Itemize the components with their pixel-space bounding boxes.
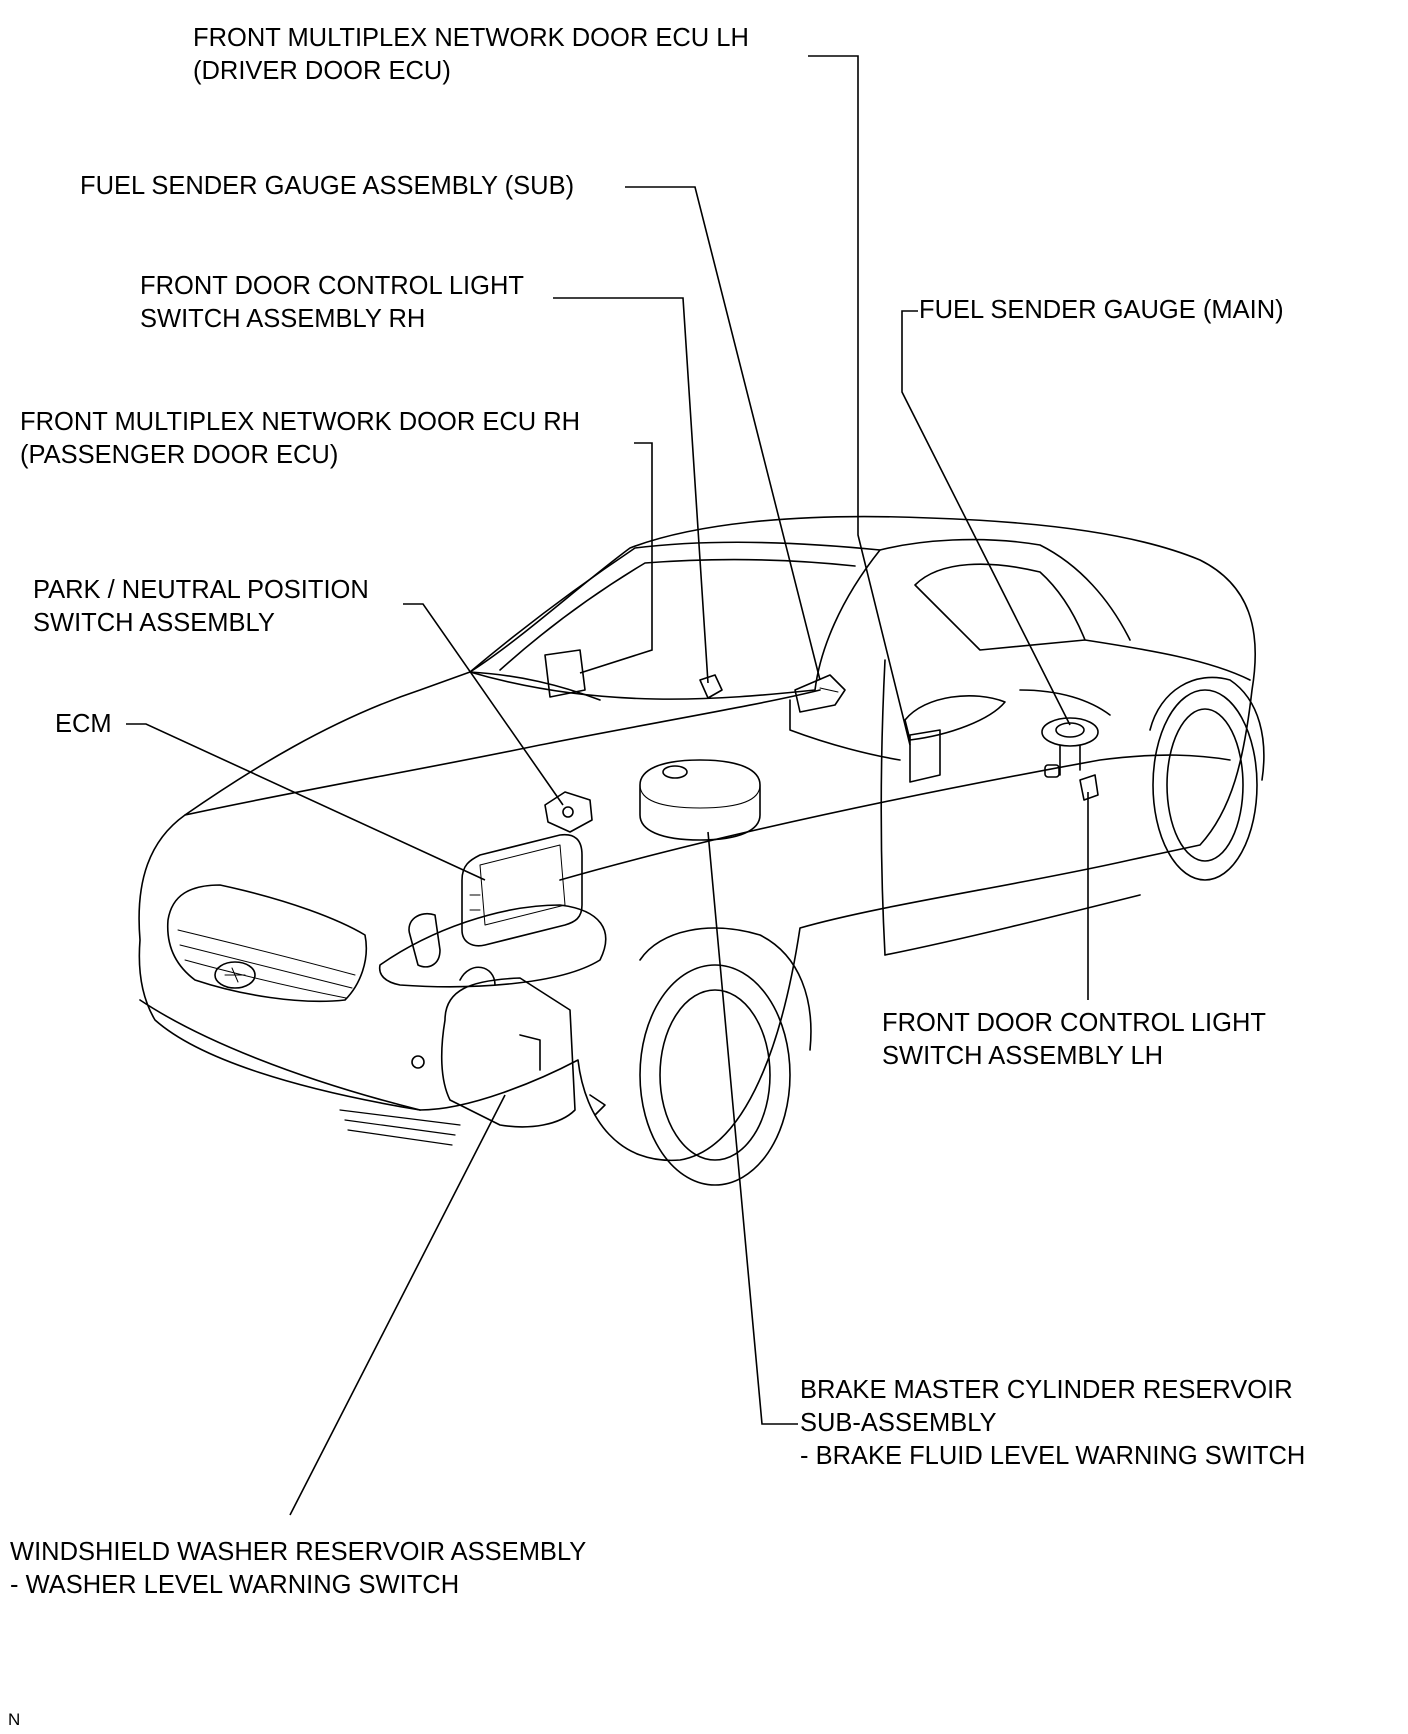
label-washer-reservoir: WINDSHIELD WASHER RESERVOIR ASSEMBLY- WA… xyxy=(10,1538,587,1599)
door-edge xyxy=(880,659,886,956)
lexus-emblem xyxy=(214,961,256,989)
rear-deck xyxy=(1084,639,1251,681)
bumper-vents xyxy=(339,1109,461,1146)
leader-door-ecu-rh xyxy=(579,442,653,674)
rear-wheel xyxy=(1152,689,1258,881)
leader-door-light-rh xyxy=(553,297,709,684)
side-window xyxy=(914,563,1086,651)
label-fuel-sender-sub: FUEL SENDER GAUGE ASSEMBLY (SUB) xyxy=(80,172,575,200)
leader-park-neutral xyxy=(403,603,564,806)
front-wheel xyxy=(639,964,791,1186)
door-light-switch-rh-unit xyxy=(699,674,723,699)
hood-line xyxy=(184,689,821,816)
brake-reservoir-unit xyxy=(639,759,761,841)
door-ecu-rh-unit xyxy=(544,649,586,698)
leader-door-ecu-lh xyxy=(808,55,911,746)
ecm-unit xyxy=(461,833,583,947)
door-light-switch-lh-unit xyxy=(1079,774,1099,801)
fuel-sender-sub-unit xyxy=(794,674,846,713)
park-neutral-switch-unit xyxy=(544,791,593,833)
roof-line xyxy=(879,538,1131,641)
label-ecm: ECM xyxy=(55,710,112,738)
windshield-inner xyxy=(499,558,856,671)
leader-fuel-sender-main xyxy=(901,310,1071,726)
label-door-ecu-rh: FRONT MULTIPLEX NETWORK DOOR ECU RH(PASS… xyxy=(20,408,581,469)
leader-fuel-sender-sub xyxy=(625,186,821,681)
washer-reservoir-unit xyxy=(408,913,606,1128)
label-door-ecu-lh: FRONT MULTIPLEX NETWORK DOOR ECU LH(DRIV… xyxy=(193,24,749,85)
door-ecu-lh-unit xyxy=(909,729,941,783)
car-body-outline xyxy=(138,515,1257,1162)
mirror xyxy=(904,694,1006,741)
door-bottom xyxy=(884,894,1141,956)
character-line xyxy=(559,754,1231,881)
leader-brake-reservoir xyxy=(707,831,798,1425)
figure-code: N xyxy=(8,1710,21,1729)
label-fuel-sender-main: FUEL SENDER GAUGE (MAIN) xyxy=(919,296,1284,324)
headlamp xyxy=(378,904,607,988)
leader-ecm xyxy=(126,723,486,881)
grille xyxy=(166,884,368,1003)
leader-washer xyxy=(289,1094,506,1516)
fuel-sender-main-unit xyxy=(1041,717,1099,778)
